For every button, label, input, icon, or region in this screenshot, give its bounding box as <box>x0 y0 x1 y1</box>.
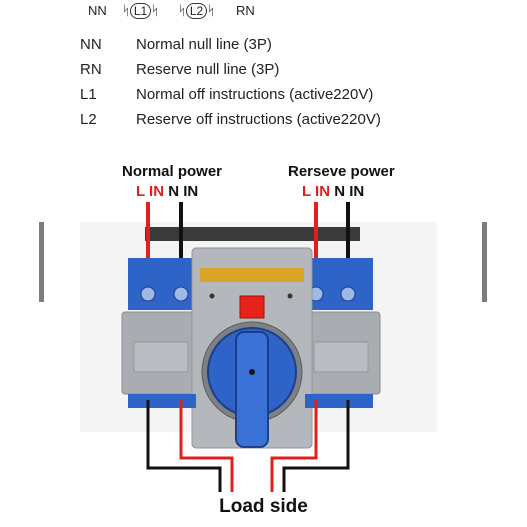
din-rail <box>145 227 360 241</box>
right-edge-bar <box>482 222 487 302</box>
rotary-handle-pivot <box>249 369 255 375</box>
reserve-n-in-label: N IN <box>334 183 365 200</box>
terminal-l1-label: L1 <box>129 3 152 19</box>
normal-n-in-label: N IN <box>168 183 199 200</box>
reserve-power-inputs: L IN N IN <box>302 183 364 200</box>
normal-power-inputs: L IN N IN <box>136 183 198 200</box>
terminal-screw <box>340 286 356 302</box>
reserve-top-terminals <box>305 258 373 310</box>
left-edge-bar <box>39 222 44 302</box>
definition-code: L2 <box>80 111 97 128</box>
definition-code: NN <box>80 36 102 53</box>
normal-breaker-plate <box>133 341 189 373</box>
rotary-handle-grip[interactable] <box>235 331 269 448</box>
normal-power-label: Normal power <box>122 163 223 180</box>
terminal-screw <box>173 286 189 302</box>
indicator-dot <box>209 293 215 299</box>
switch-label-strip <box>200 268 304 282</box>
reserve-l-in-label: L IN <box>302 183 331 200</box>
terminal-l2-label: L2 <box>185 3 208 19</box>
definition-text: Reserve null line (3P) <box>136 61 280 78</box>
reserve-power-label: Rerseve power <box>288 163 395 180</box>
normal-top-terminals <box>128 258 196 310</box>
reserve-out-neutral-wire <box>282 400 350 492</box>
terminal-screw <box>140 286 156 302</box>
normal-out-live-wire <box>179 400 234 492</box>
normal-out-neutral-wire <box>146 400 222 492</box>
definition-code: L1 <box>80 86 97 103</box>
definition-text: Normal null line (3P) <box>136 36 272 53</box>
terminal-nn: NN <box>88 3 107 18</box>
definition-code: RN <box>80 61 102 78</box>
reserve-out-live-wire <box>270 400 318 492</box>
normal-bottom-terminals <box>128 394 196 408</box>
definition-text: Reserve off instructions (active220V) <box>136 111 381 128</box>
normal-l-in-label: L IN <box>136 183 165 200</box>
reserve-breaker-plate <box>313 341 369 373</box>
definition-text: Normal off instructions (active220V) <box>136 86 374 103</box>
reserve-bottom-terminals <box>305 394 373 408</box>
indicator-switch <box>239 295 265 319</box>
terminal-rn: RN <box>236 3 255 18</box>
load-side-label: Load side <box>219 496 308 517</box>
indicator-dot <box>287 293 293 299</box>
